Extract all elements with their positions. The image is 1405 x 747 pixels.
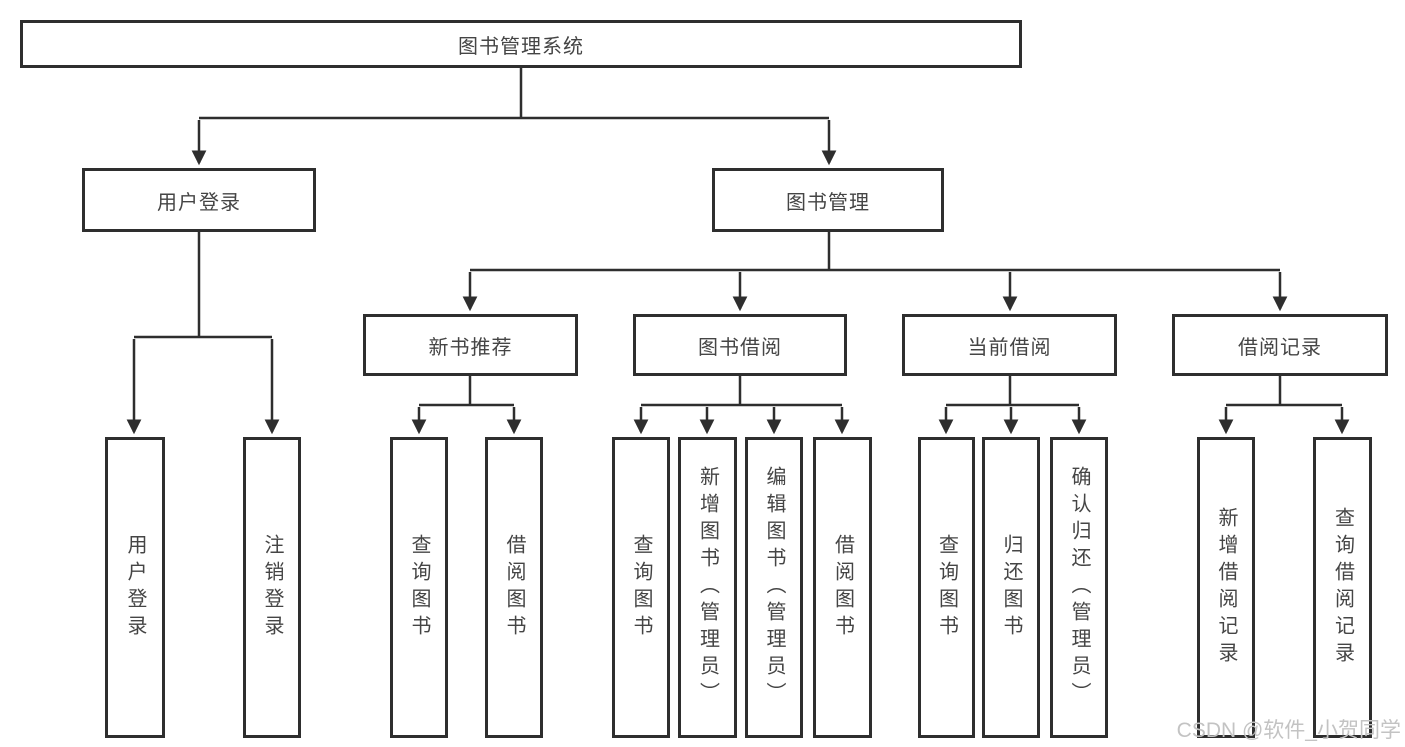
connector-arrows xyxy=(126,120,1350,435)
node-leaf-query-books-borrowing: 查询图书 xyxy=(612,437,670,738)
node-leaf-borrow-books-borrowing: 借阅图书 xyxy=(813,437,872,738)
node-user-login: 用户登录 xyxy=(82,168,316,232)
watermark: CSDN @软件_小贺同学 xyxy=(1176,719,1401,742)
node-library-management-system: 图书管理系统 xyxy=(20,20,1022,68)
node-leaf-query-books-current: 查询图书 xyxy=(918,437,975,738)
node-borrowing-records: 借阅记录 xyxy=(1172,314,1388,376)
node-leaf-add-book-admin: 新增图书（管理员） xyxy=(678,437,737,738)
node-current-borrowing: 当前借阅 xyxy=(902,314,1117,376)
node-leaf-borrow-books-recommend: 借阅图书 xyxy=(485,437,543,738)
node-book-borrowing: 图书借阅 xyxy=(633,314,847,376)
node-leaf-user-login: 用户登录 xyxy=(105,437,165,738)
node-leaf-confirm-return-admin: 确认归还（管理员） xyxy=(1050,437,1108,738)
node-leaf-query-books-recommend: 查询图书 xyxy=(390,437,448,738)
node-leaf-add-borrow-record: 新增借阅记录 xyxy=(1197,437,1255,738)
node-leaf-return-books: 归还图书 xyxy=(982,437,1040,738)
node-book-management: 图书管理 xyxy=(712,168,944,232)
node-new-book-recommendation: 新书推荐 xyxy=(363,314,578,376)
node-leaf-logout: 注销登录 xyxy=(243,437,301,738)
node-leaf-query-borrow-record: 查询借阅记录 xyxy=(1313,437,1372,738)
node-leaf-edit-book-admin: 编辑图书（管理员） xyxy=(745,437,803,738)
